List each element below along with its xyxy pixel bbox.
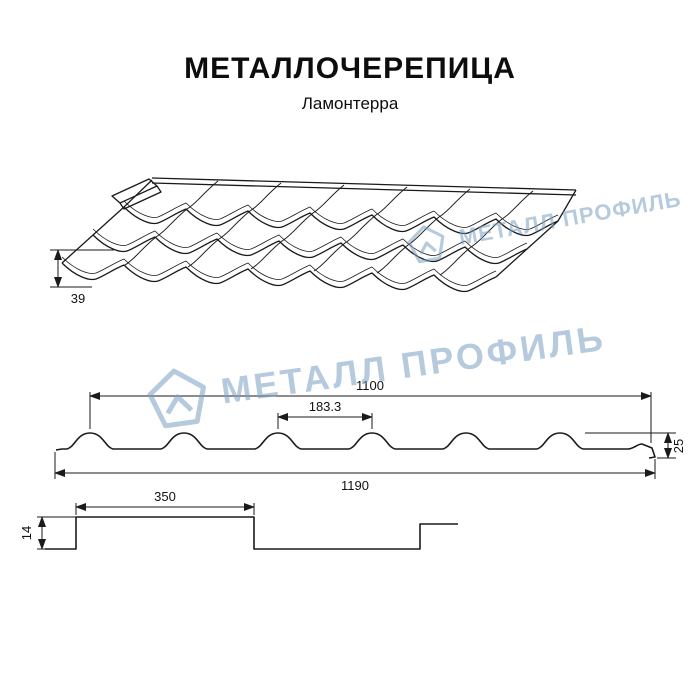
step-profile-curve	[45, 516, 458, 550]
ridge-strip	[111, 178, 162, 210]
dim-label-14: 14	[19, 526, 34, 540]
sheet-right-edge	[495, 189, 577, 278]
sheet-left-edge	[61, 179, 153, 264]
perspective-view	[61, 177, 577, 293]
step-profile-dimensions: 350 14	[19, 489, 255, 550]
sheet-top-edge	[151, 177, 577, 196]
tile-rows	[61, 200, 559, 293]
profile-curve	[55, 432, 656, 459]
dim-label-183: 183.3	[309, 399, 342, 414]
dim-label-1190: 1190	[341, 478, 369, 493]
dim-label-350: 350	[154, 489, 176, 504]
wave-columns	[124, 180, 534, 276]
dim-label-25: 25	[671, 439, 686, 453]
dim-label-39: 39	[71, 291, 85, 306]
cross-section-dimensions: 1100 183.3 25 1190	[54, 378, 686, 493]
step-profile-view	[45, 516, 458, 550]
dim-label-1100: 1100	[356, 378, 384, 393]
page-subtitle: Ламонтерра	[301, 94, 399, 113]
header: МЕТАЛЛОЧЕРЕПИЦА Ламонтерра	[0, 52, 700, 114]
page-title: МЕТАЛЛОЧЕРЕПИЦА	[184, 52, 516, 85]
cross-section-view	[55, 432, 656, 459]
dim-39: 39	[50, 249, 114, 306]
